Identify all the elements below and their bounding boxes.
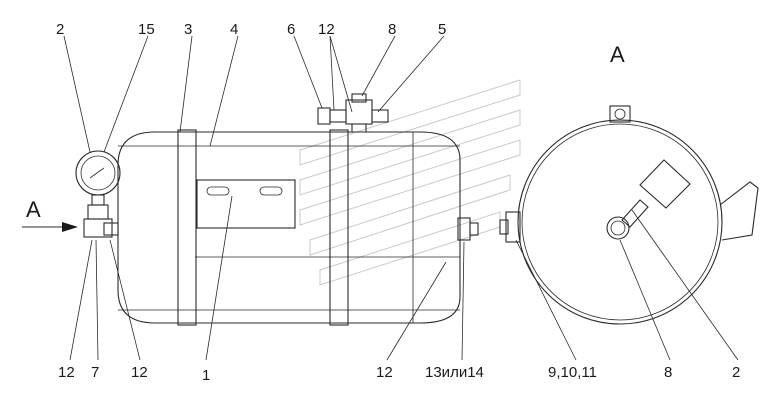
drain-fitting	[457, 217, 479, 241]
callout-12-bottom-left: 12	[58, 364, 75, 381]
tank-side-view	[117, 129, 461, 326]
callout-13-or-14: 13или14	[425, 364, 484, 381]
view-label-left: A	[26, 197, 41, 222]
callout-2-bottom: 2	[732, 364, 740, 381]
view-label-right: A	[610, 42, 625, 67]
callout-1: 1	[202, 367, 210, 384]
callout-2-top: 2	[56, 21, 64, 38]
callout-7: 7	[91, 364, 99, 381]
callout-12-bottom-right: 12	[376, 364, 393, 381]
callout-5: 5	[438, 21, 446, 38]
callout-8-bottom: 8	[664, 364, 672, 381]
end-view-A	[499, 105, 759, 325]
callout-3: 3	[184, 21, 192, 38]
callout-8-top: 8	[388, 21, 396, 38]
labels: A A 2 15 3 4 6 12 8 5 12 7 12 1 12 13или…	[26, 21, 740, 384]
callout-12-bottom-mid: 12	[131, 364, 148, 381]
top-fitting	[317, 93, 389, 132]
callout-9-10-11: 9,10,11	[548, 364, 597, 381]
watermark	[299, 79, 521, 286]
gauge-assembly	[75, 150, 121, 238]
callout-4: 4	[230, 21, 238, 38]
callout-15: 15	[138, 21, 155, 38]
view-arrow	[22, 222, 78, 232]
callout-6: 6	[287, 21, 295, 38]
leader-lines	[63, 35, 739, 361]
callout-12-top: 12	[318, 21, 335, 38]
